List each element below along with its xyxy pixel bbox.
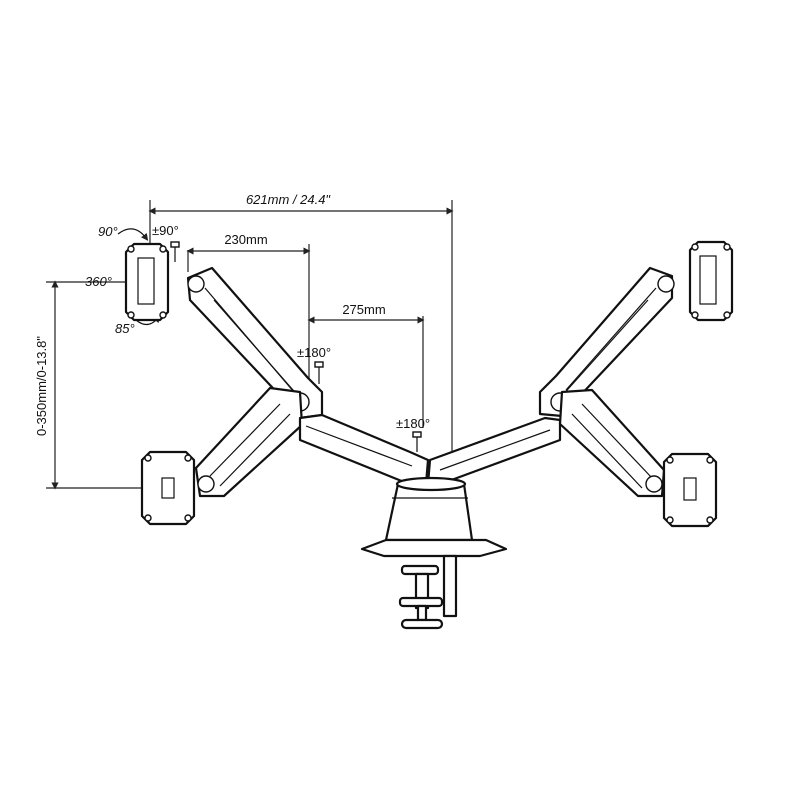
swivel-screw-icon <box>170 241 180 262</box>
total-width-dimension: 621mm / 24.4" <box>148 192 454 465</box>
inner-segment-dimension: 275mm <box>307 302 425 428</box>
left-lower-arm <box>194 386 304 498</box>
total-width-label: 621mm / 24.4" <box>246 192 331 207</box>
inner-segment-label: 275mm <box>342 302 385 317</box>
left-upper-arm <box>186 266 324 420</box>
tilt-up-label: 90° <box>98 224 118 239</box>
height-range-label: 0-350mm/0-13.8" <box>34 336 49 436</box>
left-center-arm <box>298 413 430 486</box>
swivel-label: ±90° <box>152 223 179 238</box>
desk-clamp <box>398 554 458 630</box>
vesa-plate-top-left <box>124 242 170 322</box>
right-center-arm <box>426 416 562 486</box>
right-upper-arm <box>538 266 675 418</box>
vesa-plate-top-right <box>688 240 734 322</box>
base-pivot-label: ±180° <box>396 416 430 431</box>
elbow-pivot-label: ±180° <box>297 345 331 360</box>
tilt-down-label: 85° <box>115 321 135 336</box>
right-lower-arm <box>558 388 666 498</box>
base-screw-icon <box>412 431 422 452</box>
tilt-up-arrow-icon <box>117 228 149 241</box>
elbow-screw-icon <box>314 361 324 384</box>
rotation-label: 360° <box>85 274 112 289</box>
desk-mount-plate <box>360 538 508 558</box>
center-pole-base <box>384 476 474 542</box>
height-range-dimension: 0-350mm/0-13.8" <box>34 280 145 490</box>
vesa-plate-bottom-left <box>140 450 196 526</box>
arm-segment-label: 230mm <box>224 232 267 247</box>
vesa-plate-bottom-right <box>662 452 718 528</box>
